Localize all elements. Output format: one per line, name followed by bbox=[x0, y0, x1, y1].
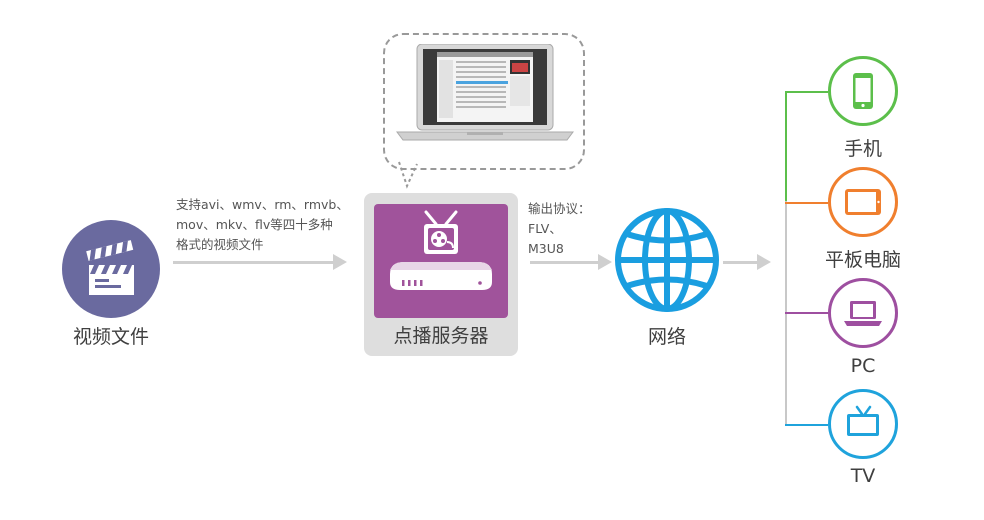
formats-note: 支持avi、wmv、rm、rmvb、 mov、mkv、flv等四十多种 格式的视… bbox=[176, 195, 349, 255]
protocol-note-line: M3U8 bbox=[528, 241, 564, 256]
pc-label: PC bbox=[850, 355, 876, 377]
tablet-label: 平板电脑 bbox=[824, 249, 901, 271]
video-file-node bbox=[62, 220, 160, 318]
formats-note-line: mov、mkv、flv等四十多种 bbox=[176, 217, 333, 232]
branch-tablet bbox=[785, 202, 828, 204]
network-node bbox=[614, 207, 720, 313]
arrow-source-to-server bbox=[173, 261, 333, 264]
tv-node bbox=[828, 389, 898, 459]
arrow-network-to-devices bbox=[723, 261, 759, 264]
tv-icon bbox=[847, 405, 879, 436]
tablet-icon bbox=[845, 189, 881, 215]
tablet-node bbox=[828, 167, 898, 237]
mobile-phone-icon bbox=[853, 73, 873, 109]
video-file-label: 视频文件 bbox=[72, 326, 149, 348]
vod-server-node: 点播服务器 bbox=[364, 193, 518, 356]
tree-trunk-segment-green bbox=[785, 91, 787, 201]
protocol-note-line: FLV、 bbox=[528, 221, 562, 236]
tv-label: TV bbox=[850, 465, 876, 487]
media-server-box-icon bbox=[390, 210, 492, 290]
formats-note-line: 格式的视频文件 bbox=[176, 237, 264, 252]
branch-phone bbox=[785, 91, 828, 93]
vod-server-tile bbox=[374, 204, 508, 318]
formats-note-line: 支持avi、wmv、rm、rmvb、 bbox=[176, 197, 349, 212]
tree-trunk-segment-orange bbox=[785, 201, 787, 311]
arrow-head bbox=[598, 254, 612, 270]
pc-node bbox=[828, 278, 898, 348]
arrow-head bbox=[757, 254, 771, 270]
arrow-head bbox=[333, 254, 347, 270]
admin-ui-bubble bbox=[383, 33, 585, 170]
phone-label: 手机 bbox=[843, 138, 882, 160]
branch-tv bbox=[785, 424, 828, 426]
phone-node bbox=[828, 56, 898, 126]
globe-icon bbox=[615, 208, 719, 312]
bubble-tail bbox=[398, 161, 418, 189]
clapperboard-icon bbox=[62, 220, 160, 318]
laptop-screenshot-icon bbox=[396, 44, 574, 141]
protocol-note: 输出协议： FLV、 M3U8 bbox=[528, 199, 591, 259]
tree-trunk-segment-blue bbox=[785, 312, 787, 425]
vod-server-label: 点播服务器 bbox=[393, 325, 489, 347]
protocol-note-line: 输出协议： bbox=[528, 201, 591, 216]
laptop-icon bbox=[844, 301, 882, 326]
branch-pc bbox=[785, 312, 828, 314]
network-label: 网络 bbox=[647, 326, 686, 348]
arrow-server-to-network bbox=[530, 261, 600, 264]
